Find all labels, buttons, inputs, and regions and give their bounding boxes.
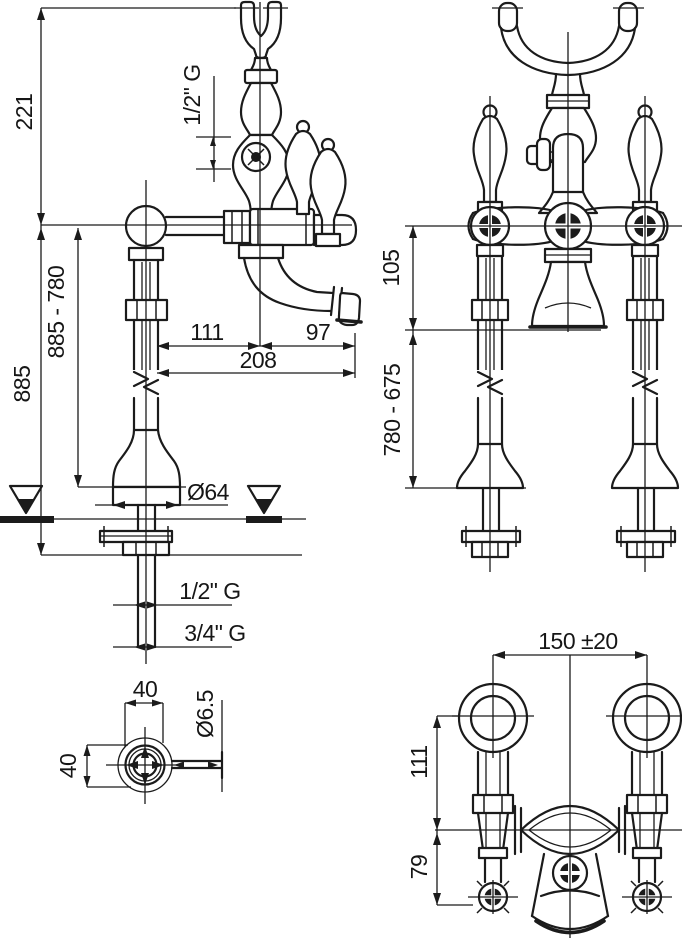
dim-40-left-label: 40 (55, 754, 81, 779)
spout-side (242, 256, 333, 313)
dim-150-label: 150 ±20 (538, 628, 617, 654)
dim-105-label: 105 (378, 250, 404, 287)
base-flange-detail (106, 700, 224, 804)
pipe-break-symbol (132, 370, 160, 396)
dimension-labels: 221 885 885 - 780 1/2" G 111 97 208 Ø64 … (9, 64, 618, 879)
dim-885-780-label: 885 - 780 (43, 266, 69, 359)
column-neck-side (239, 81, 283, 137)
dim-64-label: Ø64 (187, 479, 230, 505)
dim-111-rear-label: 111 (406, 745, 432, 778)
dim-6-5-label: Ø6.5 (192, 690, 218, 738)
dim-40-top-label: 40 (133, 676, 158, 702)
floor-datum-symbols (0, 484, 282, 523)
dim-111-side-label: 111 (190, 319, 223, 345)
dim-half-inch-top-label: 1/2" G (179, 64, 205, 125)
dimension-arrows (37, 8, 647, 905)
dim-97-label: 97 (306, 319, 331, 345)
dim-208-label: 208 (240, 347, 277, 373)
dim-221-label: 221 (11, 94, 37, 131)
dim-half-inch-bottom-label: 1/2" G (179, 578, 240, 604)
spout-bell-rear (530, 852, 610, 918)
spout-outlet (337, 291, 362, 327)
dim-780-675-label: 780 - 675 (379, 364, 405, 457)
dim-79-label: 79 (406, 855, 432, 880)
dim-three-quarter-inch-label: 3/4" G (184, 620, 245, 646)
handle-front-side (309, 147, 347, 236)
dim-885-label: 885 (9, 366, 35, 403)
handshower-cradle-side (239, 0, 283, 60)
